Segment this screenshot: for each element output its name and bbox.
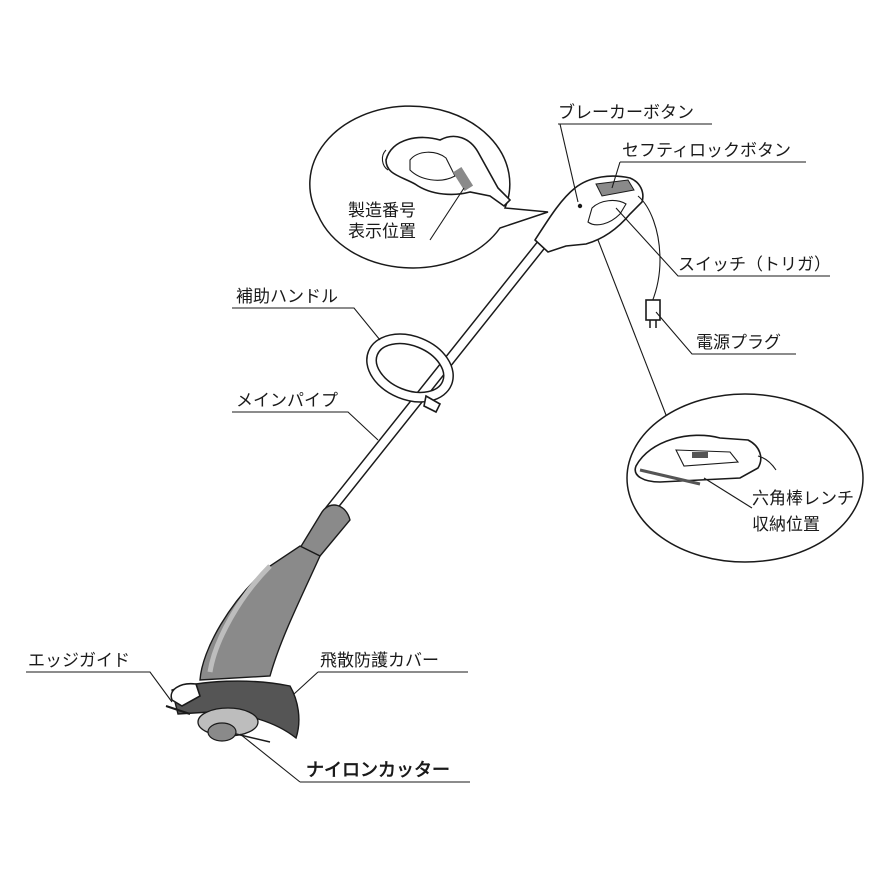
label-power-plug: 電源プラグ xyxy=(696,333,781,353)
label-scatter-guard: 飛散防護カバー xyxy=(320,651,439,671)
label-nylon-cutter: ナイロンカッター xyxy=(306,760,450,781)
label-serial-number-line1: 製造番号 xyxy=(348,201,416,221)
main-pipe xyxy=(324,234,551,516)
aux-handle xyxy=(366,333,454,414)
label-breaker-button: ブレーカーボタン xyxy=(558,102,694,123)
main-handle xyxy=(533,175,661,328)
label-hex-wrench-line1: 六角棒レンチ xyxy=(752,489,854,509)
serial-number-detail-bubble xyxy=(309,105,549,269)
motor-housing xyxy=(165,504,351,743)
label-main-pipe: メインパイプ xyxy=(236,391,338,411)
label-switch-trigger: スイッチ（トリガ） xyxy=(678,255,831,275)
detail-connector-line xyxy=(597,239,667,416)
label-hex-wrench-line2: 収納位置 xyxy=(752,515,820,535)
leader-lines xyxy=(26,123,830,783)
hex-wrench-detail-bubble xyxy=(626,393,864,563)
label-edge-guide: エッジガイド xyxy=(28,651,130,671)
label-safety-lock-button: セフティロックボタン xyxy=(622,141,791,161)
power-plug-icon xyxy=(645,299,661,321)
label-serial-number-line2: 表示位置 xyxy=(348,222,416,242)
label-aux-handle: 補助ハンドル xyxy=(236,287,338,307)
